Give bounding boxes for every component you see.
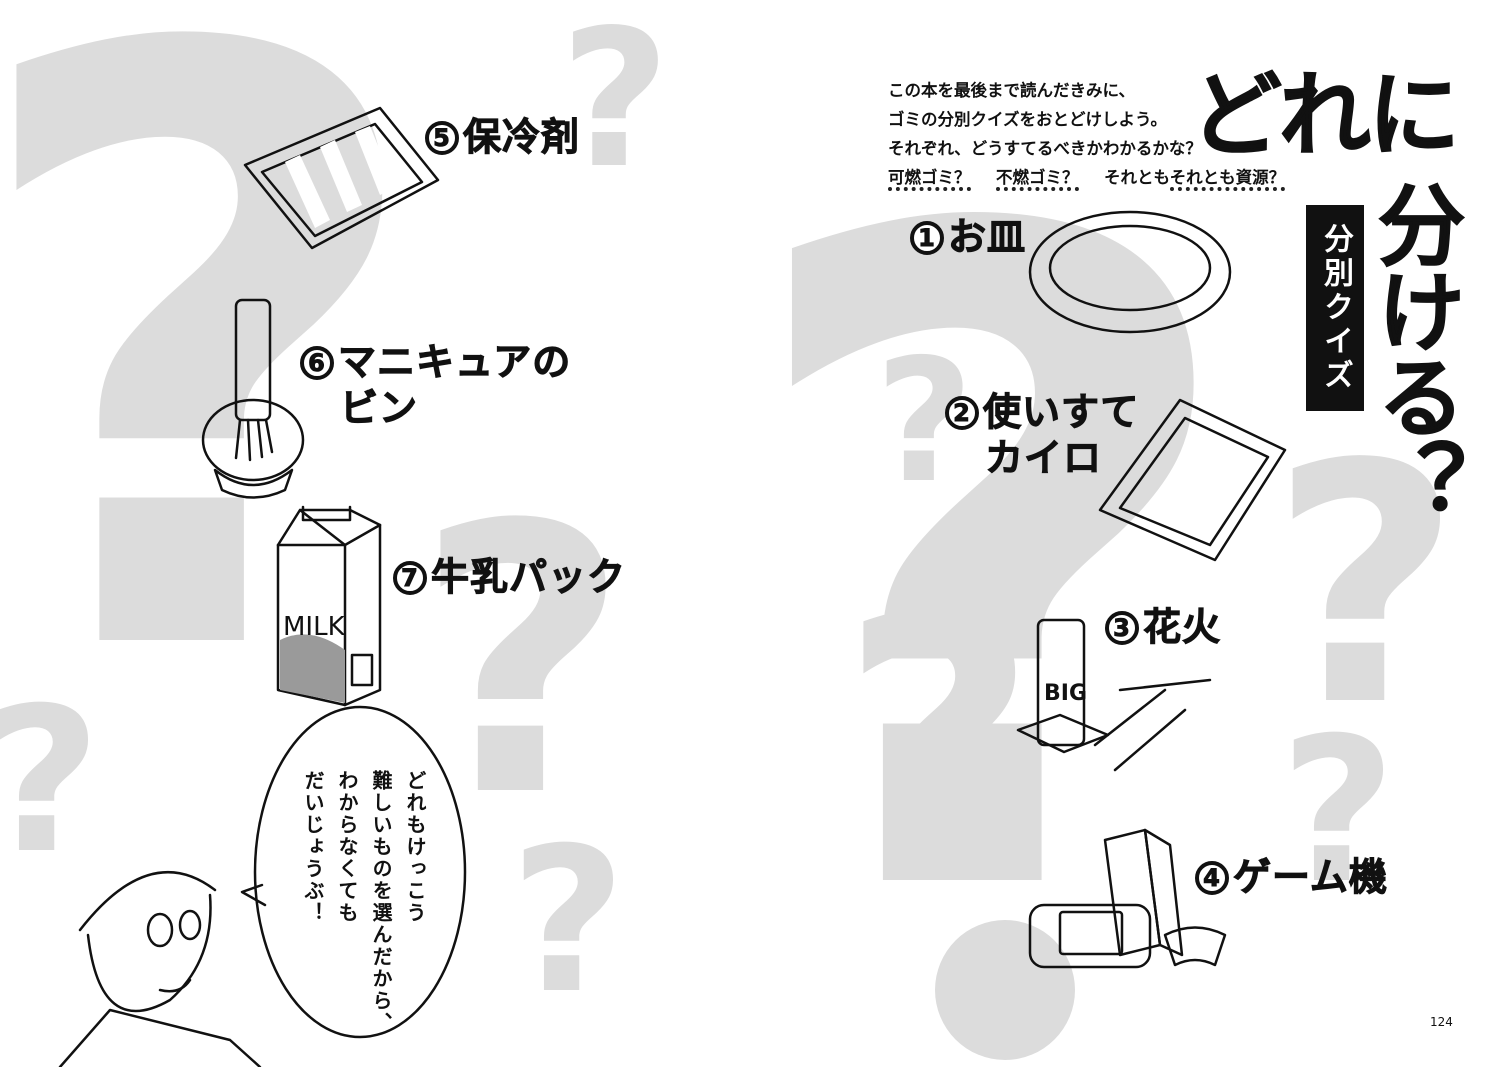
plate-illustration bbox=[1028, 210, 1232, 334]
question-mark-small-5: ? bbox=[840, 545, 1037, 941]
option-non-burnable: 不燃ゴミ？ bbox=[996, 168, 1079, 191]
item-label: 花火 bbox=[1142, 605, 1222, 650]
title-line-2: 分ける？ bbox=[1363, 180, 1467, 525]
item-label: 保冷剤 bbox=[462, 115, 581, 160]
intro-line-2: ゴミの分別クイズをおとどけしよう。 bbox=[888, 110, 1168, 129]
speech-bubble-text: どれもけっこう 難しいものを選んだから、 わからなくても だいじょうぶ！ bbox=[296, 770, 432, 1034]
item-label: ゲーム機 bbox=[1233, 855, 1388, 900]
ice-pack-illustration bbox=[243, 106, 440, 250]
character-illustration bbox=[58, 870, 262, 1067]
question-mark-small-7: ? bbox=[1270, 394, 1461, 778]
fireworks-illustration: BIG bbox=[1016, 618, 1212, 772]
item-number: 3 bbox=[1105, 611, 1139, 646]
speech-bubble-shape bbox=[240, 705, 467, 1039]
intro-line-1: この本を最後まで読んだきみに、 bbox=[888, 81, 1136, 100]
intro-line-3: それぞれ、どうすてるべきかわかるかな？ bbox=[888, 139, 1202, 158]
question-mark-small-2: ? bbox=[415, 448, 630, 878]
intro-text: この本を最後まで読んだきみに、 ゴミの分別クイズをおとどけしよう。 それぞれ、ど… bbox=[888, 76, 1286, 192]
milk-carton-illustration: MILK bbox=[276, 505, 382, 707]
item-number: 7 bbox=[393, 561, 427, 596]
question-mark-small-3: ? bbox=[0, 665, 101, 898]
item-number: 1 bbox=[910, 221, 944, 256]
question-mark-small-4: ? bbox=[510, 805, 626, 1038]
item-label-line-2: ビン bbox=[339, 385, 419, 430]
milk-label: MILK bbox=[283, 612, 346, 642]
speech-line-2: 難しいものを選んだから、 bbox=[369, 770, 393, 1034]
intro-options: 可燃ゴミ？ 不燃ゴミ？ それともそれとも資源？ bbox=[888, 163, 1286, 192]
option-resource-prefix: それとも bbox=[1104, 168, 1170, 187]
nail-polish-illustration bbox=[201, 298, 305, 499]
item-number: 2 bbox=[945, 396, 979, 431]
speech-line-1: どれもけっこう bbox=[403, 770, 427, 924]
fireworks-label: BIG bbox=[1044, 681, 1087, 706]
question-mark-small-8: ? bbox=[1280, 695, 1396, 928]
game-console-illustration bbox=[1028, 828, 1227, 969]
quiz-tag: 分別クイズ bbox=[1306, 205, 1364, 411]
item-label: 使いすて bbox=[982, 390, 1140, 435]
option-resource: それとも資源？ bbox=[1169, 168, 1286, 191]
item-label-line-2: カイロ bbox=[984, 435, 1103, 480]
item-label: マニキュアの bbox=[337, 340, 572, 385]
item-number: 4 bbox=[1195, 861, 1229, 896]
title-line-1: どれに bbox=[1189, 62, 1460, 169]
speech-line-3: わからなくても bbox=[335, 770, 359, 924]
option-burnable: 可燃ゴミ？ bbox=[888, 168, 971, 191]
speech-line-4: だいじょうぶ！ bbox=[301, 770, 325, 924]
item-label: 牛乳パック bbox=[430, 555, 627, 600]
heat-pack-illustration bbox=[1098, 398, 1287, 562]
question-mark-small-1: ? bbox=[560, 0, 670, 210]
gray-dot bbox=[935, 920, 1075, 1060]
page-number: 124 bbox=[1430, 1015, 1453, 1029]
item-number: 5 bbox=[425, 121, 459, 156]
item-number: 6 bbox=[300, 346, 334, 381]
item-label: お皿 bbox=[947, 215, 1027, 260]
